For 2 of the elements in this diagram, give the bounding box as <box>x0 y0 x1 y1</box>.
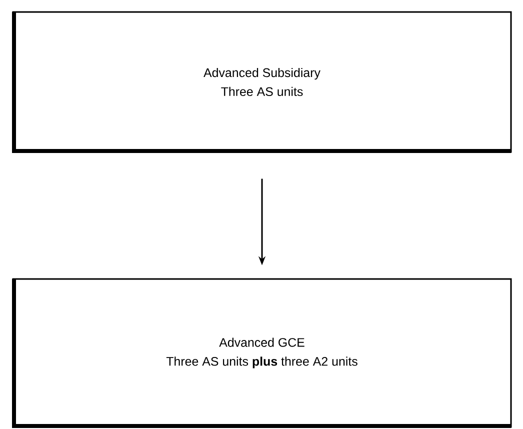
text-box: Advanced Subsidiary Three AS units <box>12 11 512 153</box>
text-box: Advanced GCE Three AS units plus three A2 units <box>12 278 512 428</box>
